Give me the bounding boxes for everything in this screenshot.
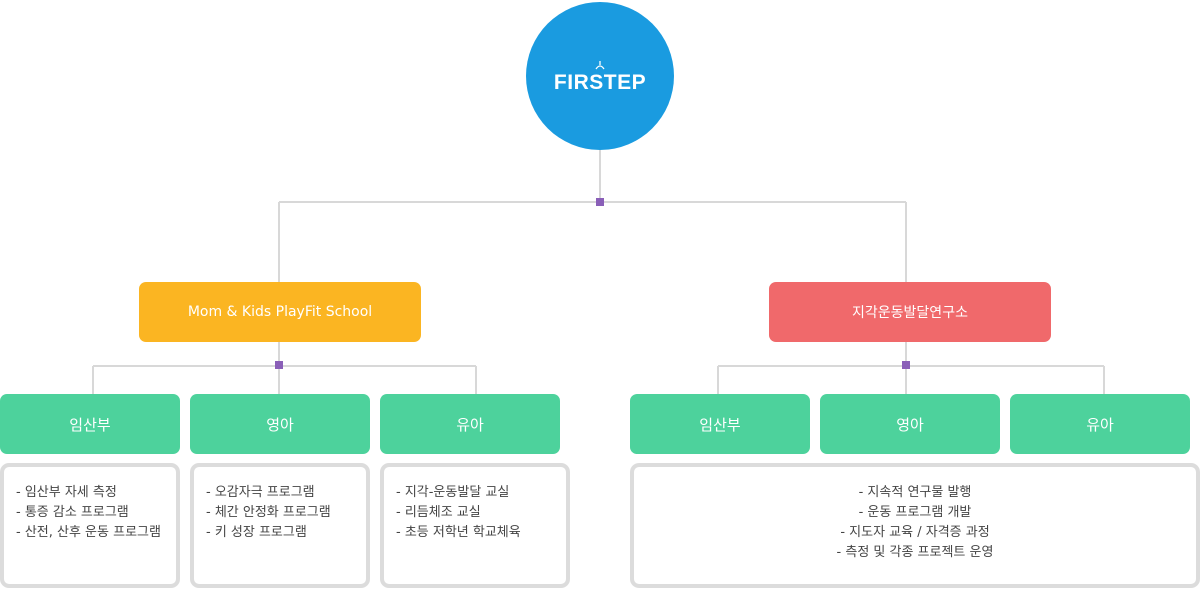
leaf-label: 임산부 [69, 415, 111, 434]
detail-list: - 지각-운동발달 교실 - 리듬체조 교실 - 초등 저학년 학교체육 [384, 467, 566, 543]
list-item: - 운동 프로그램 개발 [858, 505, 972, 520]
branch-playfit-school: Mom & Kids PlayFit School [139, 282, 421, 342]
detail-box-infant: - 오감자극 프로그램 - 체간 안정화 프로그램 - 키 성장 프로그램 [190, 463, 370, 588]
leaf-label: 영아 [896, 415, 924, 434]
list-item: - 오감자극 프로그램 [206, 485, 315, 500]
detail-box-research: - 지속적 연구물 발행 - 운동 프로그램 개발 - 지도자 교육 / 자격증… [630, 463, 1200, 588]
list-item: - 초등 저학년 학교체육 [396, 525, 521, 540]
list-item: - 리듬체조 교실 [396, 505, 481, 520]
leaf-pregnant: 임산부 [630, 394, 810, 454]
logo-mark-icon [595, 60, 605, 69]
leaf-label: 영아 [266, 415, 294, 434]
leaf-infant: 영아 [190, 394, 370, 454]
leaf-infant: 영아 [820, 394, 1000, 454]
leaf-label: 유아 [1086, 415, 1114, 434]
root-label: FIRSTEP [553, 70, 647, 94]
list-item: - 지도자 교육 / 자격증 과정 [840, 525, 990, 540]
detail-box-toddler: - 지각-운동발달 교실 - 리듬체조 교실 - 초등 저학년 학교체육 [380, 463, 570, 588]
leaf-label: 유아 [456, 415, 484, 434]
list-item: - 체간 안정화 프로그램 [206, 505, 331, 520]
root-node: FIRSTEP [526, 2, 674, 150]
branch-research-institute: 지각운동발달연구소 [769, 282, 1051, 342]
branch-label: 지각운동발달연구소 [852, 305, 968, 321]
detail-box-pregnant: - 임산부 자세 측정 - 통증 감소 프로그램 - 산전, 산후 운동 프로그… [0, 463, 180, 588]
list-item: - 키 성장 프로그램 [206, 525, 307, 540]
list-item: - 측정 및 각종 프로젝트 운영 [836, 545, 994, 560]
branch-label: Mom & Kids PlayFit School [187, 304, 373, 320]
list-item: - 지각-운동발달 교실 [396, 485, 510, 500]
list-item: - 통증 감소 프로그램 [16, 505, 129, 520]
leaf-label: 임산부 [699, 415, 741, 434]
leaf-pregnant: 임산부 [0, 394, 180, 454]
list-item: - 지속적 연구물 발행 [858, 485, 972, 500]
detail-list: - 임산부 자세 측정 - 통증 감소 프로그램 - 산전, 산후 운동 프로그… [4, 467, 176, 543]
junction-node [596, 198, 604, 206]
leaf-toddler: 유아 [380, 394, 560, 454]
list-item: - 산전, 산후 운동 프로그램 [16, 525, 161, 540]
junction-node [275, 361, 283, 369]
leaf-toddler: 유아 [1010, 394, 1190, 454]
detail-list: - 지속적 연구물 발행 - 운동 프로그램 개발 - 지도자 교육 / 자격증… [634, 467, 1196, 563]
detail-list: - 오감자극 프로그램 - 체간 안정화 프로그램 - 키 성장 프로그램 [194, 467, 366, 543]
list-item: - 임산부 자세 측정 [16, 485, 117, 500]
junction-node [902, 361, 910, 369]
